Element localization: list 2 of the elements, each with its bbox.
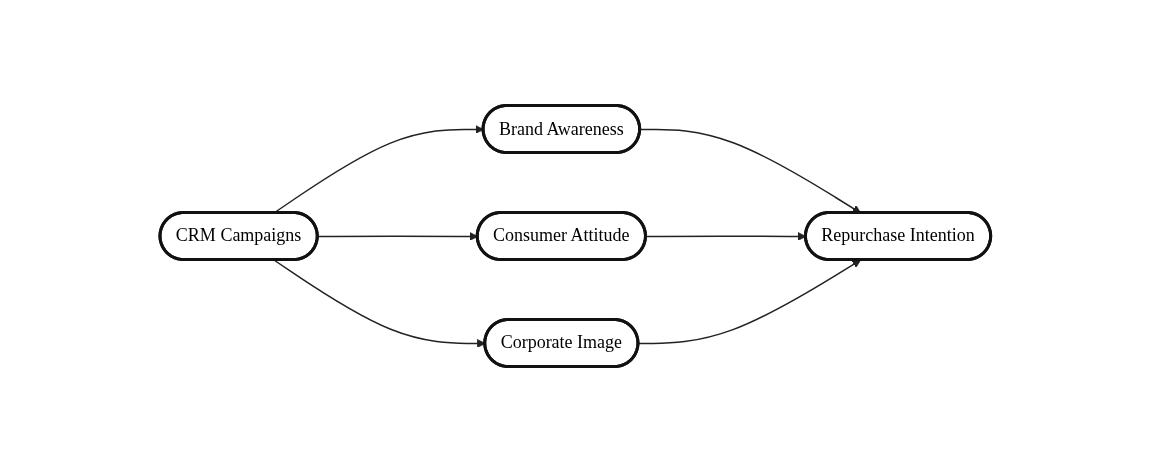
arrow: [316, 232, 478, 241]
arrow: [637, 259, 861, 345]
